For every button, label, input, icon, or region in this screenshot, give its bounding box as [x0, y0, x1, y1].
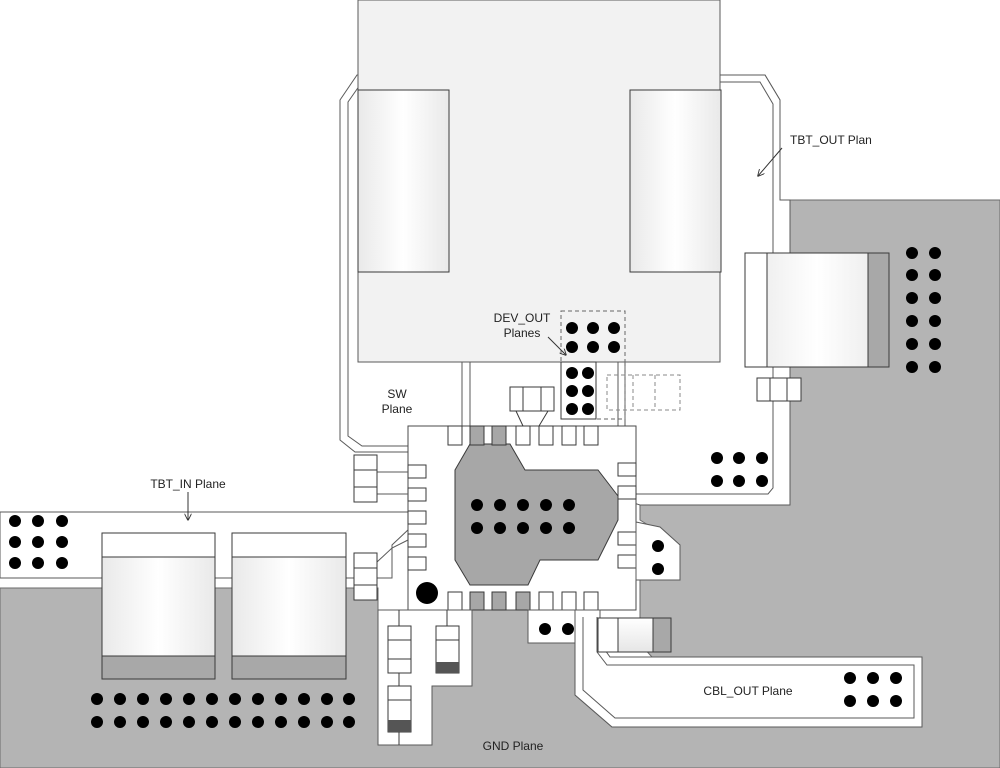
tbt-out-arrow — [758, 147, 783, 176]
ic-left-pins — [407, 464, 427, 571]
cap-tbt-out-small — [756, 377, 802, 402]
cap-sw-left — [353, 454, 378, 503]
bottom-island-via — [562, 623, 574, 635]
tbt-out-vias — [711, 452, 768, 487]
cap-bootstrap — [509, 386, 555, 427]
feedback-traces — [398, 610, 448, 745]
inductor-pad-right — [629, 89, 722, 273]
tbt-in-label: TBT_IN Plane — [150, 477, 226, 491]
ic-exposed-pad — [454, 443, 619, 586]
ic-bottom-pins — [447, 591, 599, 611]
dev-out-label-line1: DEV_OUT — [494, 311, 551, 325]
tbt-in-vias — [9, 515, 68, 569]
bottom-island-via — [539, 623, 551, 635]
gnd-plane-label: GND Plane — [483, 739, 544, 753]
cap-tbt-in-2 — [231, 532, 347, 680]
dev-out-arrow — [547, 336, 566, 355]
resistor-1 — [387, 625, 412, 674]
left-pin-traces — [376, 471, 409, 563]
sw-label-line2: Plane — [382, 402, 413, 416]
cbl-out-plane-inner — [582, 617, 915, 719]
cbl-out-vias — [844, 672, 902, 707]
resistor-2 — [435, 625, 460, 674]
cap-tbt-in-small — [353, 552, 378, 601]
tbt-out-label: TBT_OUT Plan — [790, 133, 872, 147]
sw-label-line1: SW — [387, 387, 407, 401]
resistor-3 — [387, 685, 412, 733]
gnd-vias-right — [906, 247, 941, 373]
pin1-marker — [416, 582, 438, 604]
inductor-pad-left — [357, 89, 450, 273]
cap-tbt-out-large — [744, 252, 890, 368]
dev-out-vias — [566, 322, 620, 415]
cap-cbl-out — [597, 617, 672, 653]
gnd-vias-bottom — [91, 693, 355, 728]
dev-out-dashed-region-2 — [606, 374, 681, 411]
cbl-island-via — [652, 540, 664, 552]
cbl-island-via — [652, 563, 664, 575]
cbl-out-label: CBL_OUT Plane — [703, 684, 792, 698]
dev-out-label-line2: Planes — [504, 326, 541, 340]
cap-tbt-in-1 — [101, 532, 216, 680]
ic-top-pins — [447, 425, 599, 446]
exposed-pad-vias — [471, 499, 575, 534]
